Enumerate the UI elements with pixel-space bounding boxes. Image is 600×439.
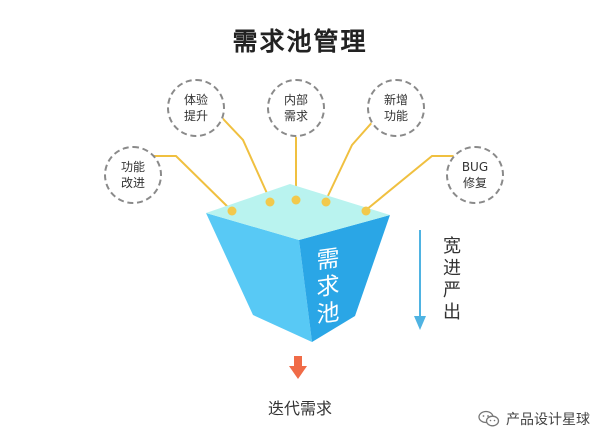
- dot-improve: [227, 206, 237, 216]
- bubble-bug: BUG 修复: [446, 146, 504, 204]
- pool-label: 需 求 池: [316, 245, 340, 329]
- diagram-title: 需求池管理: [232, 27, 368, 56]
- pool-front-face: [206, 213, 312, 342]
- side-label: 宽 进 严 出: [443, 236, 461, 323]
- bubble-internal: 内部 需求: [267, 79, 325, 137]
- bubble-new-label: 新增 功能: [383, 93, 408, 123]
- side-arrow: [414, 230, 426, 330]
- watermark: 产品设计星球: [478, 409, 590, 429]
- bubble-experience-label: 体验 提升: [183, 93, 208, 123]
- bubble-bug-label: BUG 修复: [461, 160, 489, 190]
- watermark-text: 产品设计星球: [506, 412, 590, 428]
- pool-side-face: [299, 215, 390, 342]
- output-arrow: [289, 356, 307, 379]
- bubble-experience: 体验 提升: [167, 79, 225, 137]
- bubble-internal-label: 内部 需求: [283, 93, 308, 123]
- dot-internal: [291, 195, 301, 205]
- dot-bug: [361, 206, 371, 216]
- output-label: 迭代需求: [267, 399, 332, 418]
- dot-new: [321, 197, 331, 207]
- pool-top-face: [206, 184, 390, 240]
- bubble-new: 新增 功能: [367, 79, 425, 137]
- wechat-icon: [478, 410, 500, 427]
- bubble-improve-label: 功能 改进: [120, 160, 145, 190]
- connector-dots: [227, 195, 371, 216]
- bubble-improve: 功能 改进: [104, 146, 162, 204]
- dot-experience: [265, 197, 275, 207]
